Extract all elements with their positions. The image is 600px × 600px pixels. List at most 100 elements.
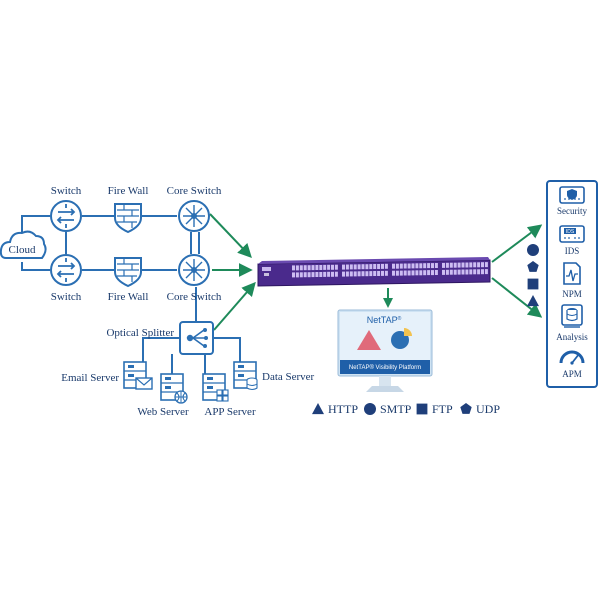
globe-icon xyxy=(174,390,188,404)
pentagon-icon xyxy=(460,403,472,414)
port xyxy=(411,270,415,276)
link-cloud-switch-bottom xyxy=(21,262,50,271)
port xyxy=(353,264,357,270)
port xyxy=(381,263,384,269)
port xyxy=(399,263,403,269)
port xyxy=(469,262,473,268)
security-icon xyxy=(559,186,585,204)
port xyxy=(484,269,488,275)
link-splitter-servers xyxy=(142,337,241,374)
port xyxy=(315,272,319,277)
core-switch-bottom: Core Switch xyxy=(167,254,222,303)
core-switch-icon xyxy=(178,254,210,286)
port xyxy=(423,270,427,276)
nettap-appliance xyxy=(257,257,491,287)
port xyxy=(384,270,388,276)
port xyxy=(427,263,431,269)
port xyxy=(334,264,338,270)
apm-icon xyxy=(559,350,585,365)
port xyxy=(349,271,353,277)
flow-pentagon-icon xyxy=(527,261,539,272)
port xyxy=(481,269,484,275)
port xyxy=(403,270,407,276)
port xyxy=(457,269,461,275)
port xyxy=(461,269,465,275)
web-server: Web Server xyxy=(137,373,189,418)
core-switch-top-label: Core Switch xyxy=(167,185,222,197)
email-server-label: Email Server xyxy=(61,372,119,384)
switch-top-label: Switch xyxy=(51,185,82,197)
arrow-tap-to-tools-bottom xyxy=(491,277,543,318)
port xyxy=(407,270,411,276)
arrow-splitter-to-tap xyxy=(213,281,256,331)
port xyxy=(327,271,331,277)
port xyxy=(392,263,395,269)
flow-shapes xyxy=(527,244,539,307)
port xyxy=(365,264,369,270)
firewall-top-label: Fire Wall xyxy=(108,185,149,197)
port xyxy=(299,272,303,278)
visibility-monitor: NetTAP® NetTAP® Visibility Platform xyxy=(337,309,433,392)
port xyxy=(465,262,469,268)
port xyxy=(361,264,365,270)
port xyxy=(449,262,453,268)
port xyxy=(311,272,315,278)
port xyxy=(399,270,403,276)
port xyxy=(411,263,415,269)
port xyxy=(377,271,381,276)
legend-item-http: HTTP xyxy=(312,402,358,416)
arrow-core-top-to-tap xyxy=(209,213,252,259)
splitter-icon xyxy=(179,321,214,355)
traffic-arrows xyxy=(209,213,543,331)
port xyxy=(442,269,445,275)
npm-icon xyxy=(563,262,581,285)
port xyxy=(403,263,407,269)
data-server: Data Server xyxy=(233,361,315,391)
tool-analysis-label: Analysis xyxy=(556,332,588,342)
tool-apm: APM xyxy=(559,350,585,379)
port xyxy=(331,264,334,270)
port xyxy=(327,264,331,270)
port xyxy=(342,271,345,277)
port xyxy=(342,264,345,270)
port xyxy=(395,270,399,276)
envelope-icon xyxy=(135,377,153,390)
flow-square-icon xyxy=(527,278,539,290)
legend-label: SMTP xyxy=(380,402,412,416)
legend-label: HTTP xyxy=(328,402,358,416)
port xyxy=(481,262,484,268)
cloud: Cloud xyxy=(0,230,47,259)
monitor-brand: NetTAP® xyxy=(367,315,402,325)
port xyxy=(431,263,434,269)
switch-icon xyxy=(50,200,82,232)
port xyxy=(361,271,365,277)
monitor-caption: NetTAP® Visibility Platform xyxy=(349,364,421,371)
port xyxy=(453,262,457,268)
flow-triangle-icon xyxy=(527,295,539,307)
appliance-ports xyxy=(292,262,488,278)
port xyxy=(292,265,295,271)
port xyxy=(453,269,457,275)
database-icon xyxy=(246,377,258,391)
port xyxy=(445,269,449,275)
triangle-icon xyxy=(312,403,324,415)
port xyxy=(465,269,469,275)
port xyxy=(373,264,377,269)
legend-item-udp: UDP xyxy=(460,402,500,416)
appliance-logo xyxy=(262,267,271,271)
link-cloud-switch-top xyxy=(21,215,50,238)
legend-item-smtp: SMTP xyxy=(364,402,412,416)
tools-panel: Security IDS IDS NPM xyxy=(546,180,598,388)
port xyxy=(357,264,361,270)
email-server: Email Server xyxy=(61,361,153,390)
port xyxy=(423,263,427,269)
network-links xyxy=(21,215,241,374)
port xyxy=(369,271,373,277)
port xyxy=(357,271,361,277)
port xyxy=(319,265,323,270)
flow-circle-icon xyxy=(527,244,539,256)
port xyxy=(419,270,423,276)
port xyxy=(303,265,307,271)
port xyxy=(469,269,473,275)
